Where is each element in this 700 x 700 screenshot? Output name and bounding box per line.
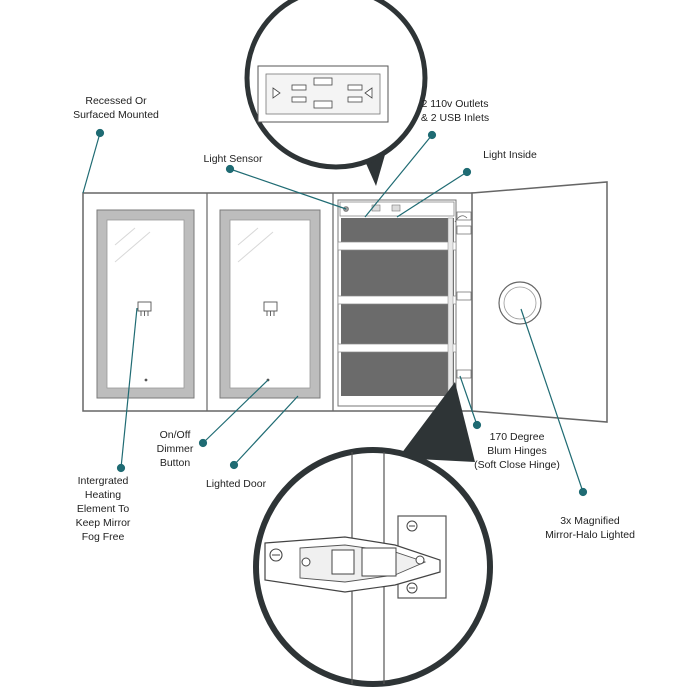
door-1 <box>96 209 195 399</box>
leader-hinge <box>459 375 478 426</box>
leader-light-sensor <box>229 168 347 210</box>
shelf-1 <box>337 241 457 251</box>
outlet-zoom-bubble <box>244 0 428 186</box>
bubble-tail <box>398 382 475 462</box>
hinge-cup <box>331 549 355 575</box>
leader-dot <box>116 463 126 473</box>
usb-port-icon <box>313 77 333 109</box>
leader-dot <box>578 487 588 497</box>
leader-recessed <box>82 132 101 194</box>
interior <box>337 199 457 407</box>
label-lighted-door: Lighted Door <box>196 477 276 491</box>
leader-dot <box>472 420 482 430</box>
shelf-back-1 <box>341 218 454 242</box>
rivet <box>415 555 425 565</box>
label-hinge-line2: Blum Hinges <box>487 445 547 457</box>
label-outlets: 2 110v Outlets & 2 USB Inlets <box>400 97 510 125</box>
shelf-back-2 <box>341 250 454 296</box>
label-outlets-line1: 2 110v Outlets <box>421 98 489 110</box>
leader-lines <box>82 128 588 497</box>
leader-dimmer <box>202 379 269 444</box>
door-2-mirror <box>229 219 311 389</box>
mirror-reflection <box>237 227 259 246</box>
hinge-body <box>361 547 397 577</box>
magnifying-mirror-halo <box>503 286 537 320</box>
inside-light-strip <box>447 217 454 397</box>
leader-dot <box>427 130 437 140</box>
mirror-reflection <box>237 231 274 263</box>
leader-dot <box>198 438 208 448</box>
label-recessed-line1: Recessed Or <box>85 95 147 107</box>
label-heating-line5: Fog Free <box>81 531 125 543</box>
leader-outlets <box>364 134 433 218</box>
outlet-icon <box>347 84 373 103</box>
cabinet <box>82 181 608 423</box>
label-magnified: 3x Magnified Mirror-Halo Lighted <box>530 514 650 542</box>
dimmer-button-1[interactable] <box>144 378 148 382</box>
leader-magnified <box>520 308 584 493</box>
shelf-3 <box>337 343 457 353</box>
mirror-reflection <box>114 231 151 263</box>
label-hinge-line3: (Soft Close Hinge) <box>474 459 560 471</box>
label-recessed: Recessed Or Surfaced Mounted <box>66 94 166 122</box>
leader-light-inside <box>396 171 468 218</box>
label-magnified-line1: 3x Magnified <box>560 515 620 527</box>
label-hinge: 170 Degree Blum Hinges (Soft Close Hinge… <box>462 430 572 472</box>
label-light-sensor-text: Light Sensor <box>203 153 263 165</box>
label-light-inside: Light Inside <box>470 148 550 162</box>
label-heating-line3: Element To <box>76 503 130 515</box>
door-1-mirror <box>106 219 185 389</box>
label-dimmer-line3: Button <box>159 457 191 469</box>
outlet-icon <box>371 204 381 212</box>
shelf-2 <box>337 295 457 305</box>
defog-icon <box>137 301 152 316</box>
shelf-back-4 <box>341 352 454 396</box>
outlet-icon <box>391 204 401 212</box>
leader-dot <box>95 128 105 138</box>
label-dimmer-line2: Dimmer <box>156 443 194 455</box>
label-lighted-door-text: Lighted Door <box>205 478 267 490</box>
label-light-inside-text: Light Inside <box>483 149 537 161</box>
mirror-reflection <box>114 227 136 246</box>
label-dimmer: On/Off Dimmer Button <box>140 428 210 470</box>
leader-heating <box>120 307 138 469</box>
label-magnified-line2: Mirror-Halo Lighted <box>545 529 635 541</box>
label-outlets-line2: & 2 USB Inlets <box>420 112 490 124</box>
leader-dot <box>225 164 235 174</box>
leader-lighted-door <box>233 395 299 466</box>
label-recessed-line2: Surfaced Mounted <box>73 109 159 121</box>
leader-dot <box>229 460 239 470</box>
label-light-sensor: Light Sensor <box>188 152 278 166</box>
outlet-icon <box>272 84 307 103</box>
hinge-zoom-bubble <box>253 382 493 687</box>
label-hinge-line1: 170 Degree <box>489 431 545 443</box>
label-heating-line1: Intergrated <box>77 475 129 487</box>
leader-dot <box>462 167 472 177</box>
shelf-back-3 <box>341 304 454 344</box>
defog-icon <box>263 301 278 316</box>
door-2 <box>219 209 321 399</box>
rivet <box>301 557 311 567</box>
open-door <box>471 181 608 423</box>
label-dimmer-line1: On/Off <box>159 429 191 441</box>
hinge-icon <box>454 211 472 379</box>
label-heating-line2: Heating <box>84 489 122 501</box>
label-heating-line4: Keep Mirror <box>75 517 131 529</box>
label-heating: Intergrated Heating Element To Keep Mirr… <box>64 474 142 544</box>
